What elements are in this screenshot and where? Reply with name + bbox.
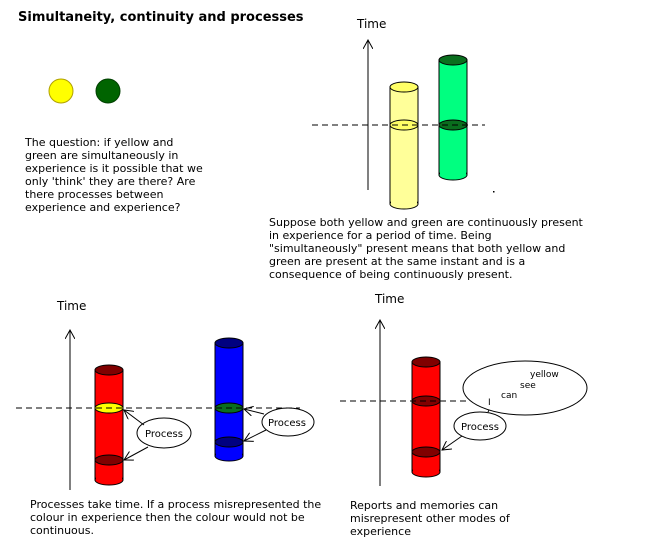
panel-reports: Time Process I can see yellow — [340, 292, 588, 486]
process-arrow-out — [244, 429, 267, 441]
time-axis-label: Time — [356, 17, 386, 31]
page-title: Simultaneity, continuity and processes — [18, 10, 304, 25]
report-speech-bubble: I can see yellow — [462, 360, 588, 416]
process-arrow-in — [442, 435, 463, 450]
speech-word: see — [520, 381, 536, 391]
red-slice-disc — [411, 446, 441, 458]
process-label: Process — [145, 429, 183, 440]
speech-word: can — [501, 391, 517, 401]
process-label: Process — [461, 422, 499, 433]
process-arrow-out — [124, 446, 149, 460]
green-cylinder — [438, 54, 468, 181]
caption-reports: Reports and memories can misrepresent ot… — [350, 499, 510, 538]
caption-suppose: Suppose both yellow and green are contin… — [269, 216, 583, 281]
panel-processes: Time Process Pr — [16, 299, 315, 490]
process-arrow-in — [244, 409, 265, 414]
panel-continuous: Time — [312, 17, 495, 210]
red-cylinder — [94, 364, 124, 486]
yellow-cylinder — [389, 81, 419, 210]
process-arrow-in — [124, 410, 145, 426]
process-label: Process — [268, 418, 306, 429]
process-bubble: Process — [453, 411, 507, 441]
process-bubble-right: Process — [261, 407, 315, 437]
blue-slice-disc — [214, 436, 244, 448]
process-bubble-left: Process — [136, 417, 192, 449]
yellow-dot — [48, 78, 74, 104]
caption-processes: Processes take time. If a process misrep… — [30, 498, 322, 537]
blue-cylinder — [214, 337, 244, 462]
speech-word: I — [488, 398, 491, 408]
red-slice-disc — [94, 454, 124, 466]
stray-dot — [493, 191, 495, 193]
caption-question: The question: if yellow and green are si… — [25, 136, 203, 214]
green-dot — [95, 78, 121, 104]
red-cylinder — [411, 356, 441, 478]
time-axis-label: Time — [374, 292, 404, 306]
time-axis-label: Time — [56, 299, 86, 313]
speech-word: yellow — [530, 370, 559, 380]
